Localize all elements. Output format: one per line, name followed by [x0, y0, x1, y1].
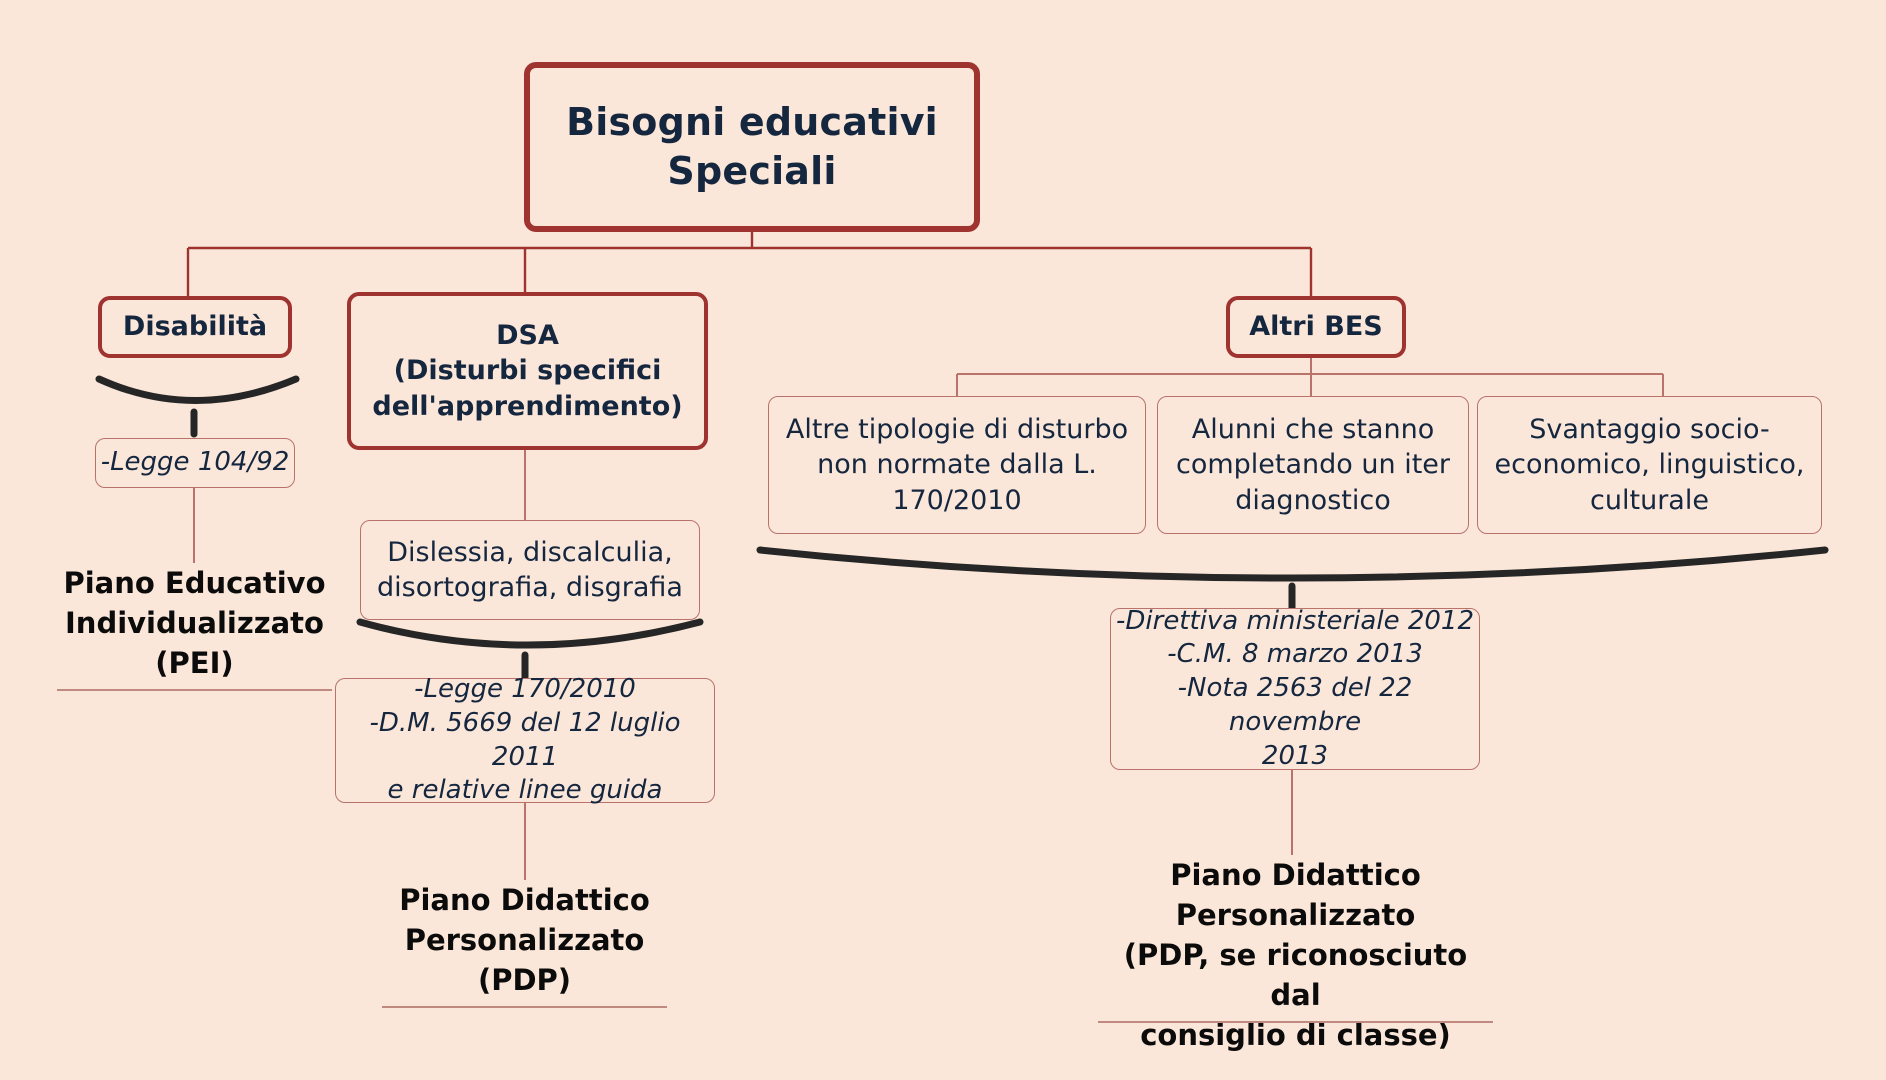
node-law-dsa[interactable]: -Legge 170/2010 -D.M. 5669 del 12 luglio… — [335, 674, 715, 805]
brace-altri-bes — [756, 546, 1829, 582]
outcome-pdp-bes-rule — [1098, 1021, 1493, 1023]
node-root[interactable]: Bisogni educativi Speciali — [524, 62, 980, 232]
node-outcome-pdp-bes: Piano Didattico Personalizzato (PDP, se … — [1098, 855, 1493, 1052]
brace-disabilita — [95, 375, 300, 404]
node-bes-category-1[interactable]: Altre tipologie di disturbo non normate … — [768, 396, 1146, 534]
node-branch-disabilita[interactable]: Disabilità — [98, 296, 292, 358]
outcome-pei-rule — [57, 689, 332, 691]
node-outcome-pei: Piano Educativo Individualizzato (PEI) — [57, 563, 332, 691]
outcome-pei-text: Piano Educativo Individualizzato (PEI) — [63, 566, 326, 681]
node-bes-category-2[interactable]: Alunni che stanno completando un iter di… — [1157, 396, 1469, 534]
outcome-pdp-dsa-rule — [382, 1006, 667, 1008]
outcome-pdp-dsa-text: Piano Didattico Personalizzato (PDP) — [399, 883, 650, 998]
node-detail-dsa[interactable]: Dislessia, discalculia, disortografia, d… — [360, 520, 700, 620]
node-law-disabilita[interactable]: -Legge 104/92 — [95, 438, 295, 488]
node-branch-altri-bes[interactable]: Altri BES — [1226, 296, 1406, 358]
node-law-altri-bes[interactable]: -Direttiva ministeriale 2012 -C.M. 8 mar… — [1110, 606, 1480, 771]
brace-dsa — [356, 618, 704, 649]
node-bes-category-3[interactable]: Svantaggio socio- economico, linguistico… — [1477, 396, 1822, 534]
outcome-pdp-bes-text: Piano Didattico Personalizzato (PDP, se … — [1123, 858, 1468, 1053]
node-outcome-pdp-dsa: Piano Didattico Personalizzato (PDP) — [382, 880, 667, 1008]
node-branch-dsa[interactable]: DSA (Disturbi specifici dell'apprendimen… — [347, 292, 708, 450]
